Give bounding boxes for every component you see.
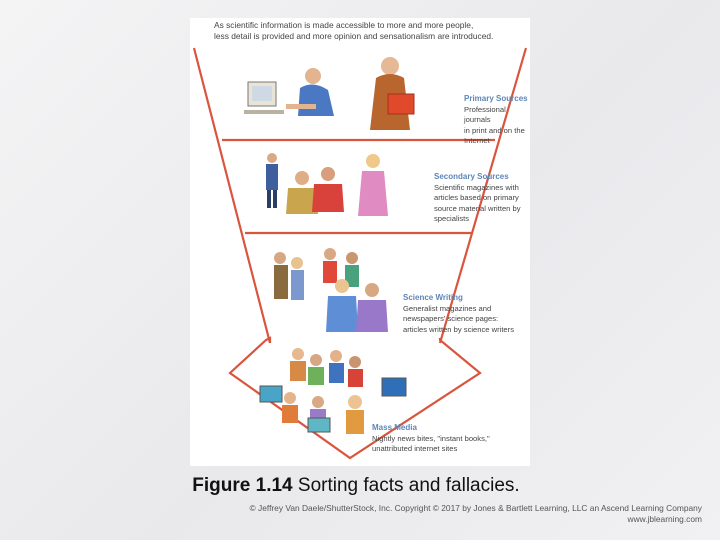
figure-caption: Figure 1.14 Sorting facts and fallacies. xyxy=(0,475,712,497)
tier-description-secondary: Scientific magazines with articles based… xyxy=(434,183,521,225)
copyright-credit: © Jeffrey Van Daele/ShutterStock, Inc. C… xyxy=(250,503,702,525)
intro-line: less detail is provided and more opinion… xyxy=(214,31,494,41)
tier-description-line: Professional journals xyxy=(464,105,506,125)
tier-description-mass-media: Nightly news bites, "instant books," una… xyxy=(372,434,490,455)
publisher-url: www.jblearning.com xyxy=(627,514,702,524)
funnel-diagram xyxy=(192,47,528,460)
figure-caption-text: Sorting facts and fallacies. xyxy=(297,475,520,496)
intro-line: As scientific information is made access… xyxy=(214,20,474,30)
tier-description-line: Scientific magazines with xyxy=(434,183,519,192)
tier-description-line: unattributed internet sites xyxy=(372,444,458,454)
tier-description-line: articles written by science writers xyxy=(403,324,514,334)
tier-description-line: source material written by xyxy=(434,203,521,213)
tier-description-line: Internet xyxy=(464,136,490,146)
tier-title-science-writing: Science Writing xyxy=(403,293,463,302)
funnel-intro-text: As scientific information is made access… xyxy=(214,20,514,42)
tier-description-science-writing: Generalist magazines and newspapers' sci… xyxy=(403,304,514,335)
mass-media-illustration xyxy=(259,348,407,434)
tier-title-mass-media: Mass Media xyxy=(372,423,417,432)
tier-description-primary: Professional journals in print and on th… xyxy=(464,105,530,147)
secondary-sources-illustration xyxy=(266,153,388,216)
tier-description-line: Generalist magazines and xyxy=(403,304,492,313)
tier-description-line: articles based on primary xyxy=(434,193,519,203)
tier-description-line: Nightly news bites, "instant books," xyxy=(372,434,490,443)
funnel-figure: As scientific information is made access… xyxy=(190,18,530,466)
figure-number: Figure 1.14 xyxy=(192,475,293,496)
tier-description-line: newspapers' science pages: xyxy=(403,314,499,324)
tier-description-line: in print and on the xyxy=(464,125,525,135)
copyright-line: © Jeffrey Van Daele/ShutterStock, Inc. C… xyxy=(249,503,702,513)
tier-title-secondary: Secondary Sources xyxy=(434,172,509,181)
tier-description-line: specialists xyxy=(434,214,470,224)
tier-title-primary: Primary Sources xyxy=(464,94,528,103)
science-writing-illustration xyxy=(274,248,388,332)
primary-sources-illustration xyxy=(244,57,415,130)
